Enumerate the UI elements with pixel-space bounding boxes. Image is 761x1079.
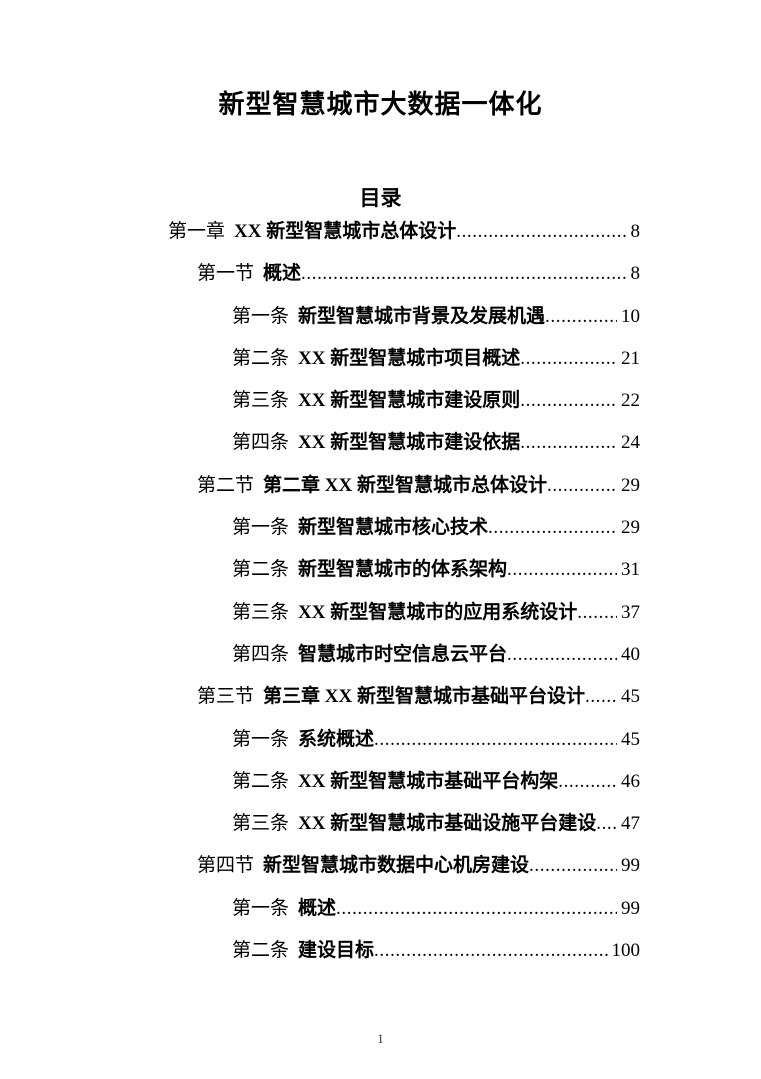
toc-entry[interactable]: 第四条 XX 新型智慧城市建设依据 24 <box>0 422 761 464</box>
toc-entry-title: 建设目标 <box>298 940 375 962</box>
toc-entry-page: 29 <box>621 474 640 496</box>
toc-leader-dots <box>520 338 617 380</box>
toc-leader-dots <box>374 719 617 761</box>
toc-entry[interactable]: 第一章 XX 新型智慧城市总体设计 8 <box>0 211 761 253</box>
toc-entry-title: 第二章 XX 新型智慧城市总体设计 <box>263 474 547 496</box>
toc-entry-title: 概述 <box>263 263 302 285</box>
toc-entry-title: XX 新型智慧城市建设原则 <box>298 390 521 412</box>
toc-entry-page: 46 <box>621 770 640 792</box>
toc-entry-page: 47 <box>621 813 640 835</box>
toc-entry-title: XX 新型智慧城市基础平台构架 <box>298 770 559 792</box>
toc-entry-title: XX 新型智慧城市基础设施平台建设 <box>298 813 597 835</box>
toc-leader-dots <box>456 211 626 253</box>
toc-entry-prefix: 第一条 <box>232 728 290 750</box>
toc-entry-title: XX 新型智慧城市项目概述 <box>298 347 521 369</box>
toc-entry[interactable]: 第二条 XX 新型智慧城市基础平台构架 46 <box>0 761 761 803</box>
toc-entry-page: 24 <box>621 432 640 454</box>
toc-entry-title: 智慧城市时空信息云平台 <box>298 643 508 665</box>
toc-entry-page: 22 <box>621 390 640 412</box>
toc-entry-page: 8 <box>630 263 641 285</box>
toc-entry-prefix: 第二条 <box>232 940 290 962</box>
toc-entry-prefix: 第三条 <box>232 390 290 412</box>
toc-entry-page: 10 <box>621 305 640 327</box>
toc-entry-title: XX 新型智慧城市的应用系统设计 <box>298 601 578 623</box>
toc-entry-prefix: 第四节 <box>197 855 255 877</box>
toc-leader-dots <box>558 761 617 803</box>
toc-entry-page: 99 <box>621 855 640 877</box>
toc-leader-dots <box>585 676 617 718</box>
toc-entry-prefix: 第二条 <box>232 347 290 369</box>
toc-entry-prefix: 第一章 <box>168 221 226 242</box>
toc-entry[interactable]: 第三条 XX 新型智慧城市的应用系统设计 37 <box>0 592 761 634</box>
toc-entry-prefix: 第一节 <box>197 263 255 285</box>
toc-entry-title: 新型智慧城市核心技术 <box>298 517 489 539</box>
toc-leader-dots <box>507 634 617 676</box>
toc-heading: 目录 <box>359 187 402 210</box>
toc-leader-dots <box>529 845 617 887</box>
toc-leader-dots <box>545 296 617 338</box>
toc-entry-prefix: 第二条 <box>232 559 290 581</box>
toc-entry-page: 37 <box>621 601 640 623</box>
toc-leader-dots <box>374 930 607 972</box>
toc-leader-dots <box>301 253 626 295</box>
toc-entry-page: 99 <box>621 897 640 919</box>
toc-entry-prefix: 第四条 <box>232 643 290 665</box>
document-title: 新型智慧城市大数据一体化 <box>218 89 543 119</box>
toc-entry-prefix: 第一条 <box>232 305 290 327</box>
toc-leader-dots <box>577 592 617 634</box>
toc-entry-title: XX 新型智慧城市总体设计 <box>234 221 457 242</box>
toc-leader-dots <box>520 380 617 422</box>
toc-entry-page: 31 <box>621 559 640 581</box>
toc-entry-page: 100 <box>611 940 641 962</box>
toc-entry-prefix: 第三条 <box>232 601 290 623</box>
toc-entry-prefix: 第三节 <box>197 686 255 708</box>
toc-entry-title: 新型智慧城市背景及发展机遇 <box>298 305 546 327</box>
toc-leader-dots <box>520 422 617 464</box>
toc-entry-prefix: 第一条 <box>232 897 290 919</box>
toc-leader-dots <box>596 803 617 845</box>
toc-entry[interactable]: 第三条 XX 新型智慧城市建设原则 22 <box>0 380 761 422</box>
toc-entry-page: 45 <box>621 686 640 708</box>
toc-entry-title: XX 新型智慧城市建设依据 <box>298 432 521 454</box>
toc-entry-title: 系统概述 <box>298 728 375 750</box>
toc-entry-page: 21 <box>621 347 640 369</box>
toc-leader-dots <box>336 888 617 930</box>
toc-entry-prefix: 第四条 <box>232 432 290 454</box>
page-number: 1 <box>377 1031 384 1046</box>
toc-entry-prefix: 第二条 <box>232 770 290 792</box>
toc-leader-dots <box>547 465 617 507</box>
toc-entry[interactable]: 第三条 XX 新型智慧城市基础设施平台建设 47 <box>0 803 761 845</box>
toc-entry-prefix: 第二节 <box>197 474 255 496</box>
toc-entry-page: 40 <box>621 643 640 665</box>
toc-entry-title: 新型智慧城市的体系架构 <box>298 559 508 581</box>
toc-entry-page: 45 <box>621 728 640 750</box>
toc-entry-prefix: 第一条 <box>232 517 290 539</box>
toc-leader-dots <box>507 549 617 591</box>
toc-entry[interactable]: 第二条 XX 新型智慧城市项目概述 21 <box>0 338 761 380</box>
toc-leader-dots <box>488 507 617 549</box>
toc-entry-page: 29 <box>621 517 640 539</box>
toc-entry-page: 8 <box>630 221 641 242</box>
toc-entry-title: 概述 <box>298 897 337 919</box>
toc-entry-title: 第三章 XX 新型智慧城市基础平台设计 <box>263 686 585 708</box>
toc-entry-prefix: 第三条 <box>232 813 290 835</box>
toc-entry-title: 新型智慧城市数据中心机房建设 <box>263 855 530 877</box>
